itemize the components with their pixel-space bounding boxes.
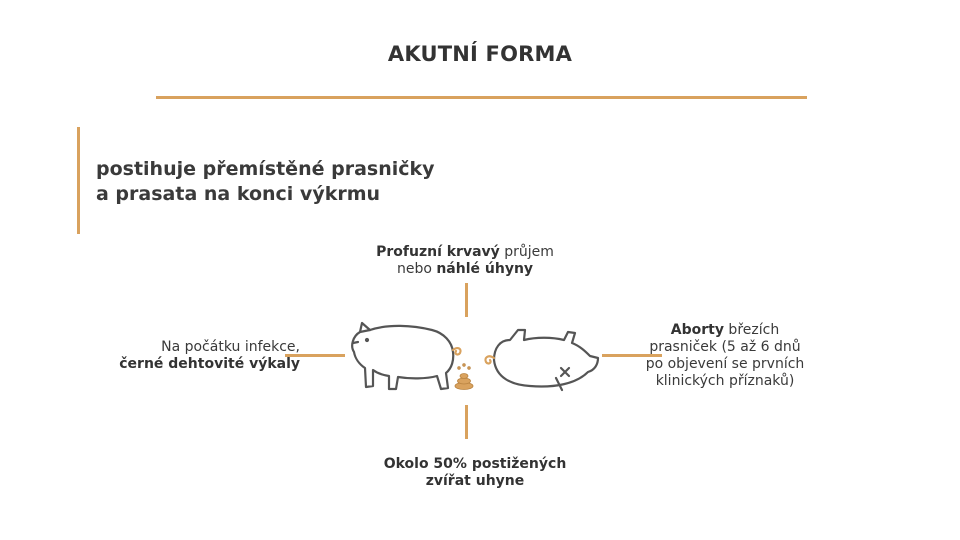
caption-top-rest-1: průjem <box>499 244 554 260</box>
standing-pig-icon <box>351 321 455 391</box>
curly-tail-icon <box>451 347 462 356</box>
caption-top: Profuzní krvavý průjem nebo náhlé úhyny <box>330 244 600 278</box>
caption-left-line-2: černé dehtovité výkaly <box>60 356 300 373</box>
caption-right-line-4: klinických příznaků) <box>655 373 795 389</box>
connector-top <box>465 283 468 317</box>
caption-bottom: Okolo 50% postižených zvířat uhyne <box>330 456 620 490</box>
caption-right: Aborty březích prasniček (5 až 6 dnů po … <box>620 322 830 390</box>
subtitle: postihuje přemístěné prasničky a prasata… <box>96 157 435 207</box>
caption-right-rest-1: březích <box>723 322 780 338</box>
caption-left-bold-2: černé dehtovité výkaly <box>119 356 300 372</box>
caption-right-bold-1: Aborty <box>670 322 724 338</box>
caption-top-bold-1: Profuzní krvavý <box>376 244 500 260</box>
caption-top-prefix-2: nebo <box>396 261 437 277</box>
caption-bottom-line-1: Okolo 50% postižených <box>330 456 620 473</box>
subtitle-line-2: a prasata na konci výkrmu <box>96 183 381 205</box>
caption-right-line-3: po objevení se prvních <box>645 356 805 372</box>
caption-left-line-1: Na počátku infekce, <box>161 339 300 355</box>
caption-right-line-1: Aborty březích <box>620 322 830 339</box>
pigs-illustration <box>351 321 600 392</box>
dead-pig-tail-icon <box>484 355 496 365</box>
dead-pig-icon <box>492 328 600 392</box>
droppings-icon <box>454 363 474 390</box>
caption-top-line-1: Profuzní krvavý průjem <box>330 244 600 261</box>
subtitle-line-1: postihuje přemístěné prasničky <box>96 158 435 180</box>
caption-left: Na počátku infekce, černé dehtovité výka… <box>60 339 300 373</box>
caption-top-bold-2: náhlé úhyny <box>436 261 534 277</box>
connector-bottom <box>465 405 468 439</box>
caption-bottom-bold-2: zvířat uhyne <box>425 473 525 489</box>
caption-bottom-line-2: zvířat uhyne <box>330 473 620 490</box>
caption-top-line-2: nebo náhlé úhyny <box>330 261 600 278</box>
title-underline <box>156 96 807 99</box>
subtitle-accent-bar <box>77 127 80 234</box>
connector-right <box>602 354 662 357</box>
caption-right-line-2: prasniček (5 až 6 dnů <box>649 339 801 355</box>
caption-bottom-bold-1: Okolo 50% postižených <box>383 456 567 472</box>
connector-left <box>285 354 345 357</box>
page-title: AKUTNÍ FORMA <box>387 42 573 66</box>
